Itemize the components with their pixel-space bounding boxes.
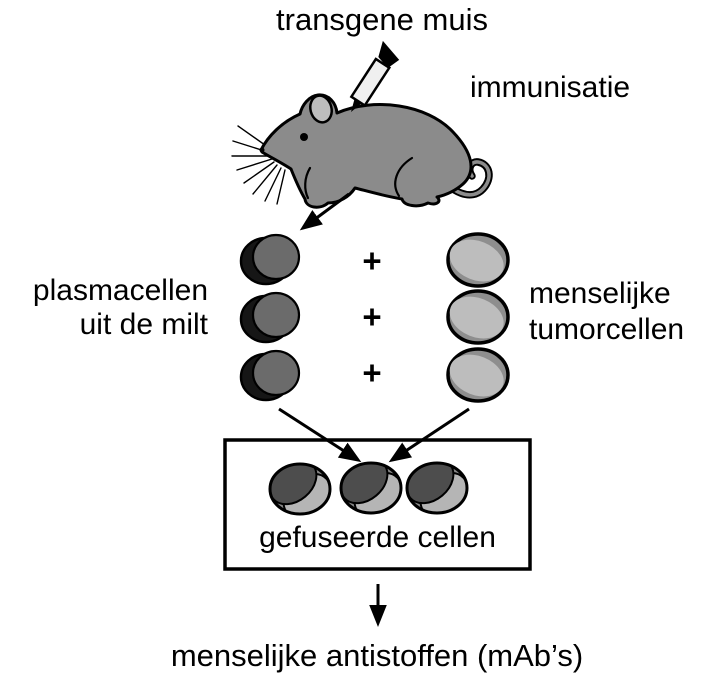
fused-cells-label: gefuseerde cellen [259,521,496,554]
output-label: menselijke antistoffen (mAb’s) [170,638,584,673]
fused-cells-row [261,450,476,528]
immunization-label: immunisatie [470,71,631,104]
plasma-cells-label-line2: uit de milt [79,308,208,341]
plasma-cell-icon [239,349,301,402]
plasma-cell-icon [239,233,301,286]
mouse-eye [300,133,308,141]
tumor-cells-label: menselijke tumorcellen [529,276,684,348]
mouse-illustration [231,93,493,209]
tumor-cells-label-line1: menselijke [529,277,671,310]
fused-cell-icon [261,451,339,528]
tumor-cells-label-line2: tumorcellen [529,313,685,346]
tumor-cell-icon [441,287,512,348]
tumor-cells-column [441,230,512,406]
plasma-cell-icon [239,291,301,344]
plasma-cells-label: plasmacellen uit de milt [6,274,208,342]
syringe-icon [349,40,400,112]
arrow-tumor-to-box-icon [388,407,470,463]
fusion-box [223,438,532,571]
fused-cell-icon [332,450,410,527]
plasma-cells-label-line1: plasmacellen [32,274,208,307]
arrow-mouse-to-cells-icon [299,192,350,231]
plus-sign: + [362,354,382,391]
fused-cell-icon [398,450,476,527]
plasma-cells-column [239,233,301,402]
plus-sign: + [362,298,382,335]
arrow-plasma-to-box-icon [278,407,362,463]
tumor-cell-icon [441,230,512,291]
diagram-title: transgene muis [276,2,488,37]
plus-sign: + [362,242,382,279]
mouse-ear [309,94,333,124]
mouse-nose [259,147,265,153]
tumor-cell-icon [441,345,512,406]
